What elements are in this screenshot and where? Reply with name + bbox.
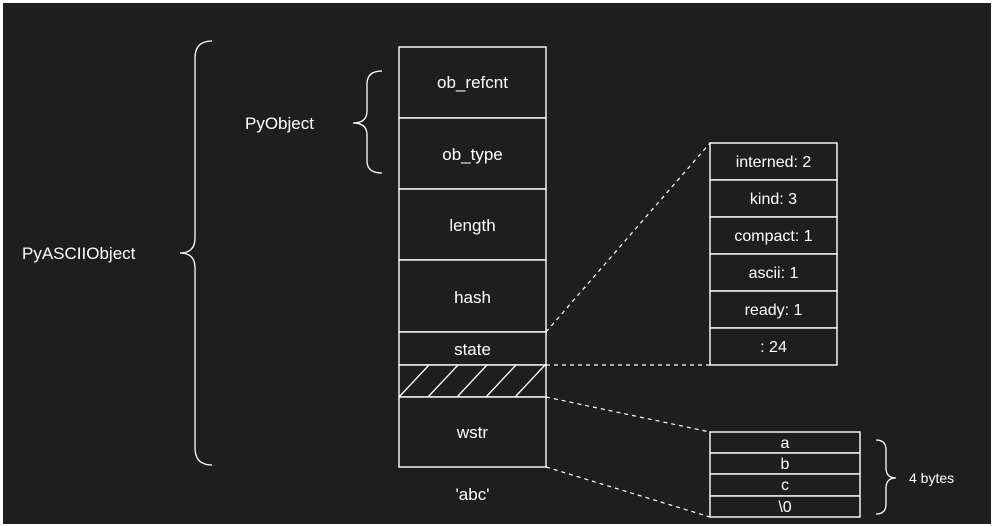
state-bits-table: interned: 2 kind: 3 compact: 1 ascii: 1 … — [709, 142, 838, 366]
field-ob-refcnt — [398, 46, 547, 119]
state-bit-ascii-label: ascii: 1 — [749, 265, 799, 282]
char-cell-null-label: \0 — [778, 499, 791, 516]
state-bit-remainder — [709, 327, 838, 366]
state-expand-line-top — [545, 142, 711, 333]
field-length — [398, 188, 547, 261]
char-cell-c-label: c — [781, 477, 789, 494]
state-bit-ready-label: ready: 1 — [745, 302, 803, 319]
state-bit-compact-label: compact: 1 — [734, 228, 812, 245]
state-bit-kind — [709, 179, 838, 218]
chars-expand-line-top — [545, 396, 711, 433]
outer-brace — [179, 40, 213, 466]
char-cell-a-label: a — [781, 435, 790, 452]
field-ob-refcnt-label: ob_refcnt — [437, 73, 508, 92]
chars-table: a b c \0 — [709, 431, 861, 518]
struct-column: ob_refcnt ob_type length hash state wstr — [398, 46, 547, 468]
field-wstr — [398, 396, 547, 468]
field-ob-type-label: ob_type — [442, 145, 503, 164]
field-wstr-label: wstr — [456, 423, 489, 442]
state-bit-remainder-label: : 24 — [760, 339, 787, 356]
inner-brace-label: PyObject — [245, 114, 314, 133]
bytes-brace-label: 4 bytes — [909, 470, 954, 486]
char-cell-null — [709, 495, 861, 518]
field-state-label: state — [454, 340, 491, 359]
state-bit-interned-label: interned: 2 — [736, 154, 812, 171]
inner-brace — [352, 70, 383, 174]
state-bit-ascii — [709, 253, 838, 292]
string-literal: 'abc' — [456, 485, 490, 504]
field-hash-label: hash — [454, 288, 491, 307]
state-bit-interned — [709, 142, 838, 181]
outer-brace-label: PyASCIIObject — [22, 244, 136, 263]
bytes-brace — [875, 439, 897, 515]
char-cell-b-label: b — [781, 456, 790, 473]
chars-expand-line-bottom — [545, 466, 711, 518]
field-length-label: length — [449, 216, 495, 235]
state-bit-ready — [709, 290, 838, 329]
field-ob-type — [398, 117, 547, 190]
state-bit-kind-label: kind: 3 — [750, 191, 797, 208]
padding-hatch — [398, 364, 546, 398]
